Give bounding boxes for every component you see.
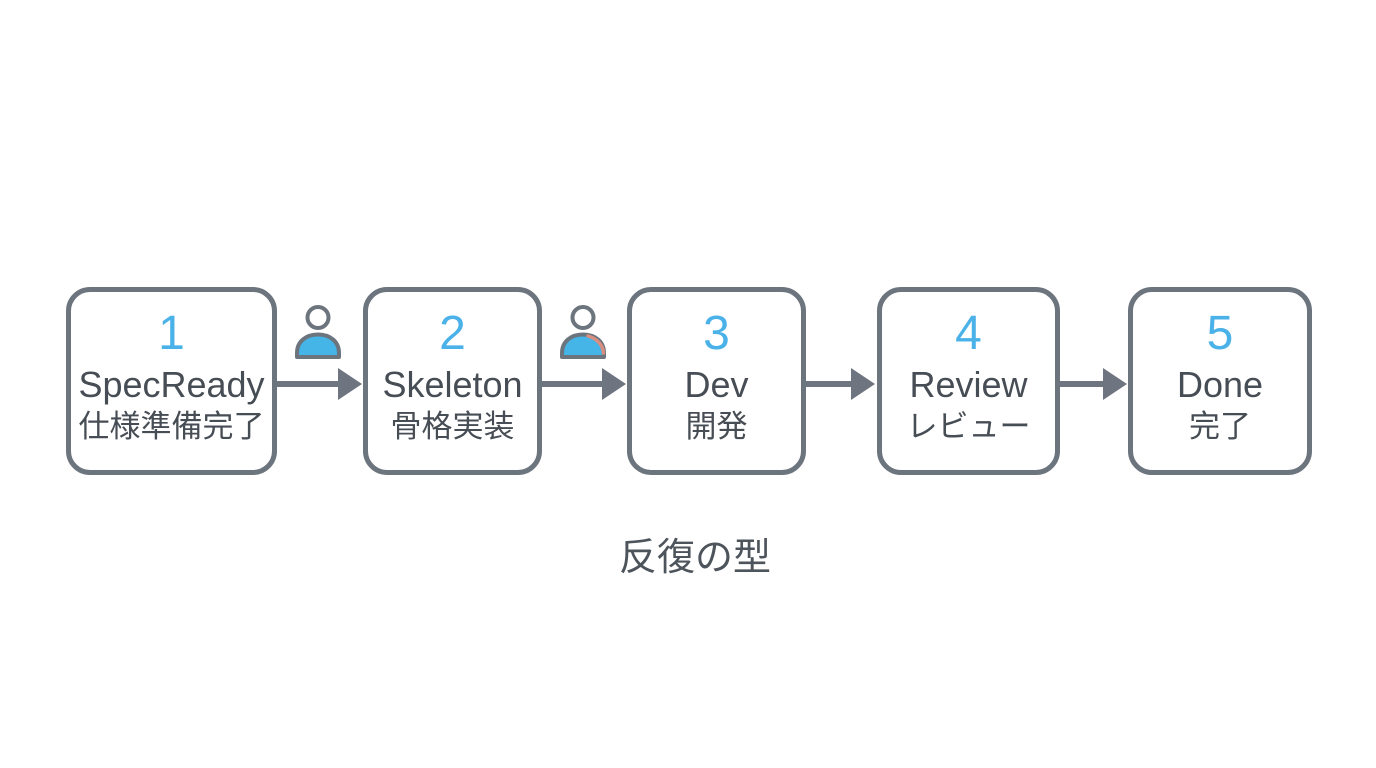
step-box-skeleton: 2 Skeleton 骨格実装 xyxy=(363,287,542,475)
step-label-ja: 仕様準備完了 xyxy=(78,409,265,444)
diagram-caption: 反復の型 xyxy=(618,537,771,579)
step-label-en: SpecReady xyxy=(78,364,265,405)
arrow-shaft xyxy=(806,381,853,387)
step-number: 2 xyxy=(439,307,466,360)
arrow-head-icon xyxy=(338,368,362,400)
step-number: 5 xyxy=(1206,307,1234,360)
step-box-review: 4 Review レビュー xyxy=(877,287,1060,475)
step-label-en: Skeleton xyxy=(382,364,523,405)
step-number: 3 xyxy=(703,307,730,360)
person-icon xyxy=(295,305,341,359)
step-number: 4 xyxy=(955,307,982,360)
step-label-en: Review xyxy=(909,364,1028,405)
arrow-shaft xyxy=(542,381,604,387)
step-box-specready: 1 SpecReady 仕様準備完了 xyxy=(66,287,277,475)
step-number: 1 xyxy=(158,307,185,360)
step-label-ja: レビュー xyxy=(906,409,1031,444)
person-icon xyxy=(560,305,606,359)
arrow-head-icon xyxy=(1103,368,1127,400)
step-label-en: Done xyxy=(1176,364,1264,405)
step-label-ja: 完了 xyxy=(1189,409,1251,444)
step-box-done: 5 Done 完了 xyxy=(1128,287,1312,475)
arrow-shaft xyxy=(277,381,340,387)
arrow-shaft xyxy=(1060,381,1105,387)
arrow-head-icon xyxy=(602,368,626,400)
step-label-en: Dev xyxy=(684,364,749,405)
step-box-dev: 3 Dev 開発 xyxy=(627,287,806,475)
arrow-head-icon xyxy=(851,368,875,400)
step-label-ja: 開発 xyxy=(685,409,748,444)
step-label-ja: 骨格実装 xyxy=(390,409,515,444)
